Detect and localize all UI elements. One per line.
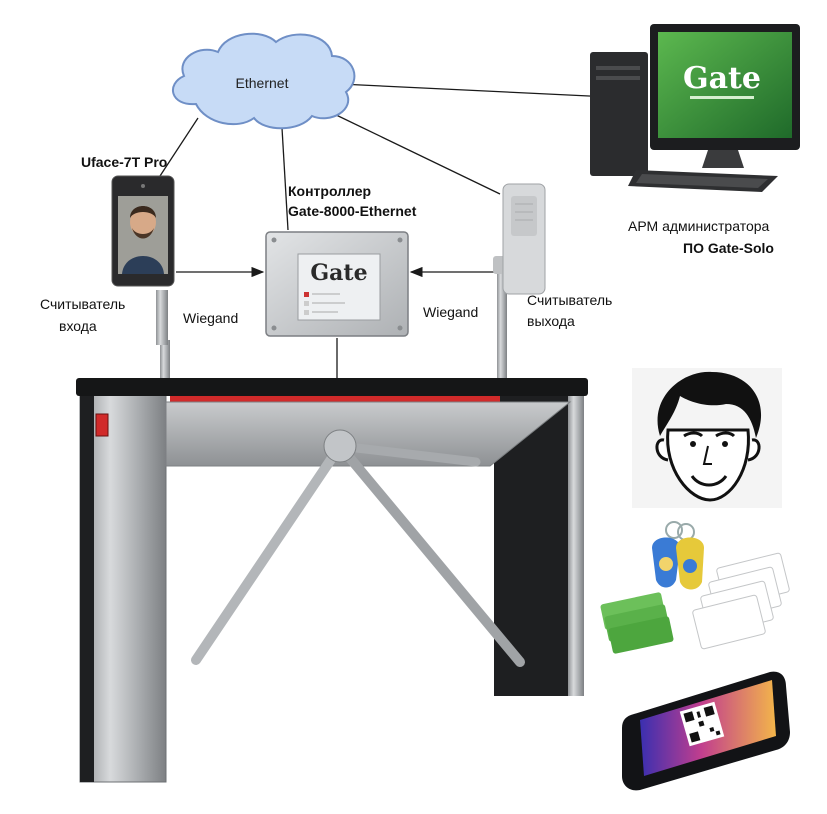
card-reader-icon	[493, 183, 546, 382]
cloud-label: Ethernet	[236, 75, 289, 91]
computer-screen-logo: Gate	[683, 61, 761, 96]
exit-reader-line1: Считыватель	[527, 292, 612, 308]
controller-title-line1: Контроллер	[288, 183, 371, 199]
entry-reader-line2: входа	[59, 318, 97, 334]
wiegand-left-label: Wiegand	[183, 310, 238, 326]
cloud-icon: Ethernet	[172, 32, 356, 130]
smartphone-qr-icon	[622, 671, 790, 791]
face-icon	[632, 368, 782, 508]
turnstile-icon	[76, 378, 588, 783]
entry-reader-line1: Считыватель	[40, 296, 125, 312]
admin-line2: ПО Gate-Solo	[683, 240, 774, 256]
admin-line1: АРМ администратора	[628, 218, 770, 234]
controller-logo: Gate	[310, 260, 367, 286]
controller-title-line2: Gate-8000-Ethernet	[288, 203, 417, 219]
wiegand-right-label: Wiegand	[423, 304, 478, 320]
controller-box-icon: Gate	[265, 231, 409, 337]
face-terminal-icon	[111, 175, 175, 386]
network-wires	[159, 83, 611, 231]
terminal-title: Uface-7T Pro	[81, 154, 167, 170]
proximity-card-icon	[600, 552, 790, 654]
exit-reader-line2: выхода	[527, 313, 575, 329]
keyfob-icon	[652, 521, 704, 590]
computer-icon: Gate	[590, 24, 800, 192]
